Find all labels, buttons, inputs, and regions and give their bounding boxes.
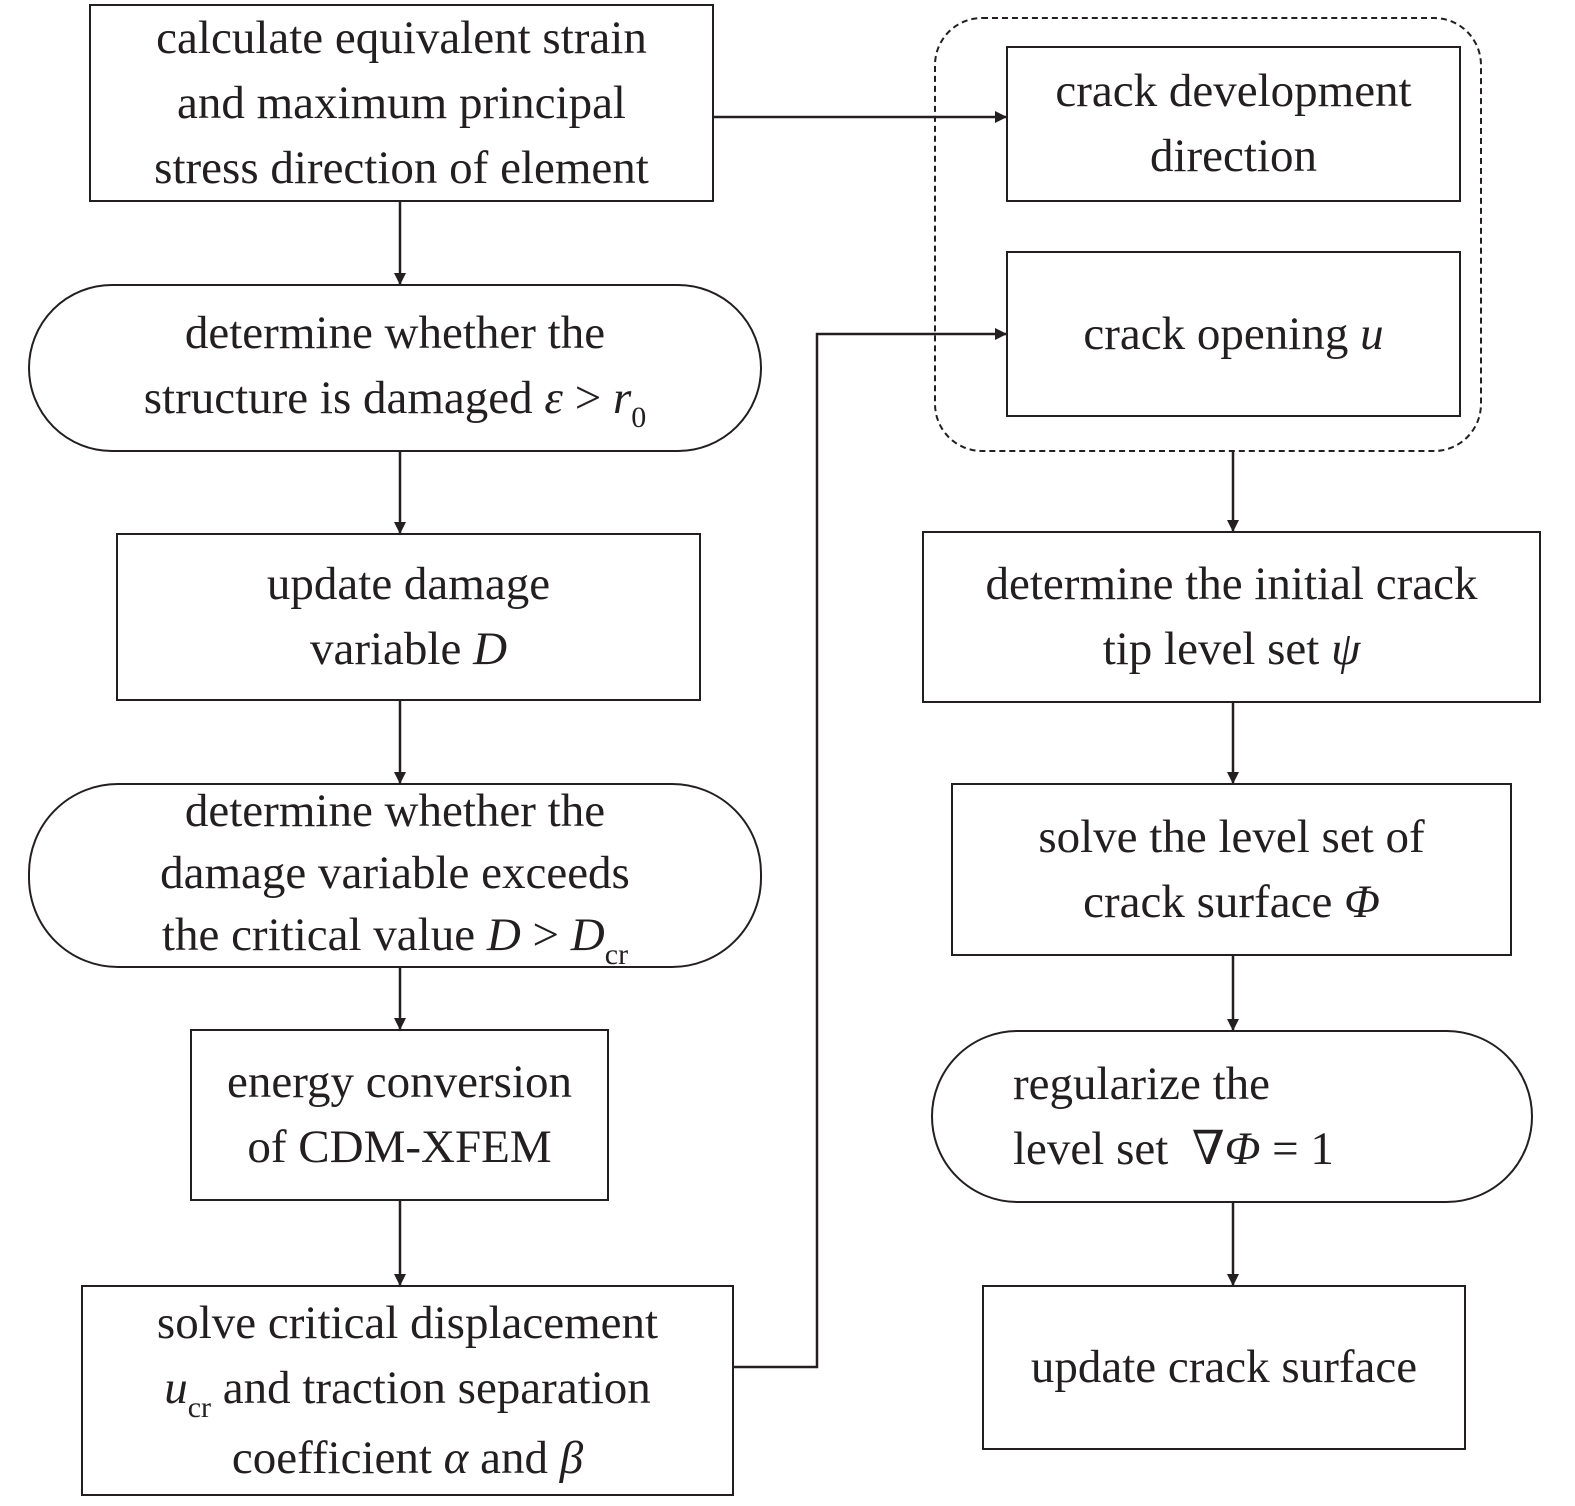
critical-check-terminal: determine whether the damage variable ex…: [28, 783, 762, 971]
energy-conversion-box: energy conversion of CDM-XFEM: [190, 1029, 609, 1201]
calc-strain-line-2: and maximum principal: [176, 76, 626, 129]
regularize-phi-symbol: Φ: [1224, 1122, 1261, 1175]
psi-symbol: ψ: [1331, 623, 1361, 675]
energy-conversion-line-2: of CDM-XFEM: [247, 1121, 552, 1173]
calc-strain-line-3: stress direction of element: [154, 141, 649, 194]
coefficient-prefix: coefficient: [231, 1431, 444, 1484]
alpha-symbol: α: [443, 1431, 469, 1484]
and-text: and: [468, 1431, 560, 1484]
solve-level-set-line-1: solve the level set of: [1038, 810, 1425, 863]
nabla-symbol: ∇: [1191, 1122, 1225, 1175]
crack-opening-line: crack opening u: [1083, 302, 1383, 367]
solve-displacement-line-2: ucr and traction separation: [157, 1356, 658, 1426]
solve-displacement-line-1: solve critical displacement: [156, 1296, 659, 1349]
initial-tip-prefix: tip level set: [1102, 623, 1332, 675]
calc-strain-line-1: calculate equivalent strain: [156, 11, 647, 64]
damaged-check-text: structure is damaged: [143, 371, 533, 424]
initial-tip-line-2: tip level set ψ: [986, 617, 1478, 682]
critical-displacement-subscript: cr: [187, 1390, 211, 1424]
greater-than-operator: >: [562, 371, 613, 424]
critical-check-line-2: damage variable exceeds: [160, 846, 630, 899]
damaged-check-line-2: structure is damaged ε > r0: [144, 366, 647, 436]
initial-tip-line-1: determine the initial crack: [985, 558, 1478, 610]
threshold-subscript: 0: [631, 400, 647, 434]
damaged-check-line-1: determine whether the: [184, 306, 606, 359]
energy-conversion-line-1: energy conversion: [227, 1056, 572, 1108]
regularize-terminal: regularize the level set ∇Φ = 1: [931, 1030, 1533, 1203]
arrow-solve-to-opening: [734, 328, 1007, 1369]
critical-displacement-symbol: u: [164, 1361, 188, 1414]
critical-damage-symbol: D: [570, 908, 605, 961]
critical-greater-than-operator: >: [520, 908, 571, 961]
crack-direction-line-1: crack development: [1055, 65, 1412, 117]
phi-symbol: Φ: [1344, 875, 1380, 928]
regularize-line-2: level set ∇Φ = 1: [1013, 1117, 1334, 1182]
solve-displacement-rest: and traction separation: [211, 1361, 651, 1414]
solve-level-set-line-2: crack surface Φ: [1038, 870, 1424, 935]
update-damage-line-2: variable D: [267, 617, 550, 682]
strain-symbol: ε: [544, 371, 563, 424]
critical-check-line-3: the critical value D > Dcr: [160, 904, 630, 972]
crack-direction-line-2: direction: [1149, 130, 1318, 182]
beta-symbol: β: [559, 1431, 584, 1484]
solve-displacement-line-3: coefficient α and β: [157, 1426, 658, 1491]
update-surface-label: update crack surface: [1030, 1341, 1418, 1393]
critical-subscript: cr: [604, 937, 629, 971]
equals-one: = 1: [1260, 1122, 1334, 1175]
regularize-line-1: regularize the: [1013, 1057, 1271, 1110]
damage-symbol: D: [486, 908, 521, 961]
damaged-check-terminal: determine whether the structure is damag…: [28, 284, 762, 452]
critical-check-line-1: determine whether the: [184, 784, 606, 837]
update-damage-prefix: variable: [309, 623, 474, 675]
initial-tip-box: determine the initial crack tip level se…: [922, 531, 1541, 703]
threshold-symbol: r: [612, 371, 632, 424]
solve-displacement-box: solve critical displacement ucr and trac…: [81, 1285, 734, 1496]
solve-level-set-box: solve the level set of crack surface Φ: [951, 783, 1512, 956]
update-surface-box: update crack surface: [982, 1285, 1466, 1450]
crack-direction-box: crack development direction: [1006, 46, 1461, 202]
opening-symbol: u: [1360, 307, 1384, 360]
critical-check-prefix: the critical value: [161, 908, 487, 961]
crack-info-group: [934, 17, 1482, 452]
solve-level-set-prefix: crack surface: [1083, 875, 1345, 928]
crack-opening-prefix: crack opening: [1083, 307, 1361, 360]
calc-strain-box: calculate equivalent strain and maximum …: [89, 4, 714, 202]
crack-opening-box: crack opening u: [1006, 251, 1461, 417]
update-damage-box: update damage variable D: [116, 533, 701, 701]
damage-variable-symbol: D: [473, 623, 508, 675]
update-damage-line-1: update damage: [266, 558, 551, 610]
regularize-prefix: level set: [1013, 1122, 1192, 1175]
